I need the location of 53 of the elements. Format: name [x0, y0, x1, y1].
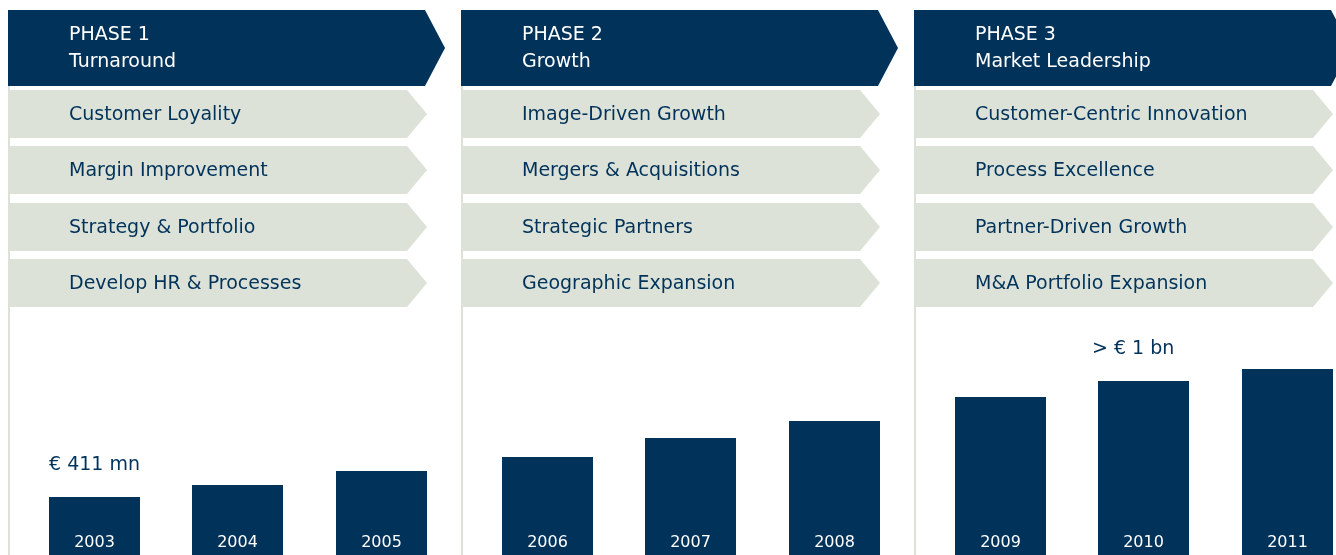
focus-label: Image-Driven Growth	[522, 102, 726, 124]
focus-label: Customer Loyality	[69, 102, 242, 124]
focus-label: Strategic Partners	[522, 215, 693, 237]
year-label: 2010	[1122, 532, 1165, 551]
value-label: > € 1 bn	[1092, 336, 1175, 358]
revenue-bar	[645, 438, 736, 555]
revenue-bar	[789, 421, 880, 555]
year-label: 2011	[1266, 532, 1309, 551]
revenue-bar	[1242, 369, 1333, 555]
focus-label: Mergers & Acquisitions	[522, 158, 740, 180]
revenue-bar	[336, 471, 427, 555]
focus-label: Process Excellence	[975, 158, 1155, 180]
focus-banner	[8, 90, 427, 138]
focus-label: Strategy & Portfolio	[69, 215, 256, 237]
phase-title: Turnaround	[69, 49, 177, 71]
revenue-bar	[955, 397, 1046, 555]
phase-title: Growth	[522, 49, 591, 71]
revenue-bar	[192, 485, 283, 555]
phase-banner	[914, 10, 1336, 86]
year-label: 2006	[526, 532, 569, 551]
phase-title: Market Leadership	[975, 49, 1151, 71]
focus-banner	[914, 146, 1333, 194]
focus-label: Customer-Centric Innovation	[975, 102, 1248, 124]
year-label: 2007	[669, 532, 712, 551]
year-label: 2004	[216, 532, 259, 551]
phase-number: PHASE 1	[69, 22, 150, 44]
focus-banner	[8, 259, 427, 307]
revenue-bar	[1098, 381, 1189, 555]
focus-banner	[461, 146, 880, 194]
phase-number: PHASE 2	[522, 22, 603, 44]
focus-label: Geographic Expansion	[522, 271, 736, 293]
focus-banner	[914, 259, 1333, 307]
focus-banner	[461, 90, 880, 138]
revenue-bar	[49, 497, 140, 555]
focus-banner	[461, 203, 880, 251]
year-label: 2003	[73, 532, 116, 551]
focus-label: Develop HR & Processes	[69, 271, 302, 293]
revenue-bar	[502, 457, 593, 555]
year-label: 2005	[360, 532, 403, 551]
year-label: 2008	[813, 532, 856, 551]
phase-number: PHASE 3	[975, 22, 1056, 44]
phase-banner	[461, 10, 898, 86]
focus-banner	[8, 203, 427, 251]
focus-label: M&A Portfolio Expansion	[975, 271, 1208, 293]
phase-banner	[8, 10, 445, 86]
focus-label: Margin Improvement	[69, 158, 268, 180]
focus-banner	[8, 146, 427, 194]
focus-banner	[914, 203, 1333, 251]
focus-banner	[461, 259, 880, 307]
year-label: 2009	[979, 532, 1022, 551]
value-label: € 411 mn	[49, 452, 140, 474]
focus-banner	[914, 90, 1333, 138]
focus-label: Partner-Driven Growth	[975, 215, 1188, 237]
